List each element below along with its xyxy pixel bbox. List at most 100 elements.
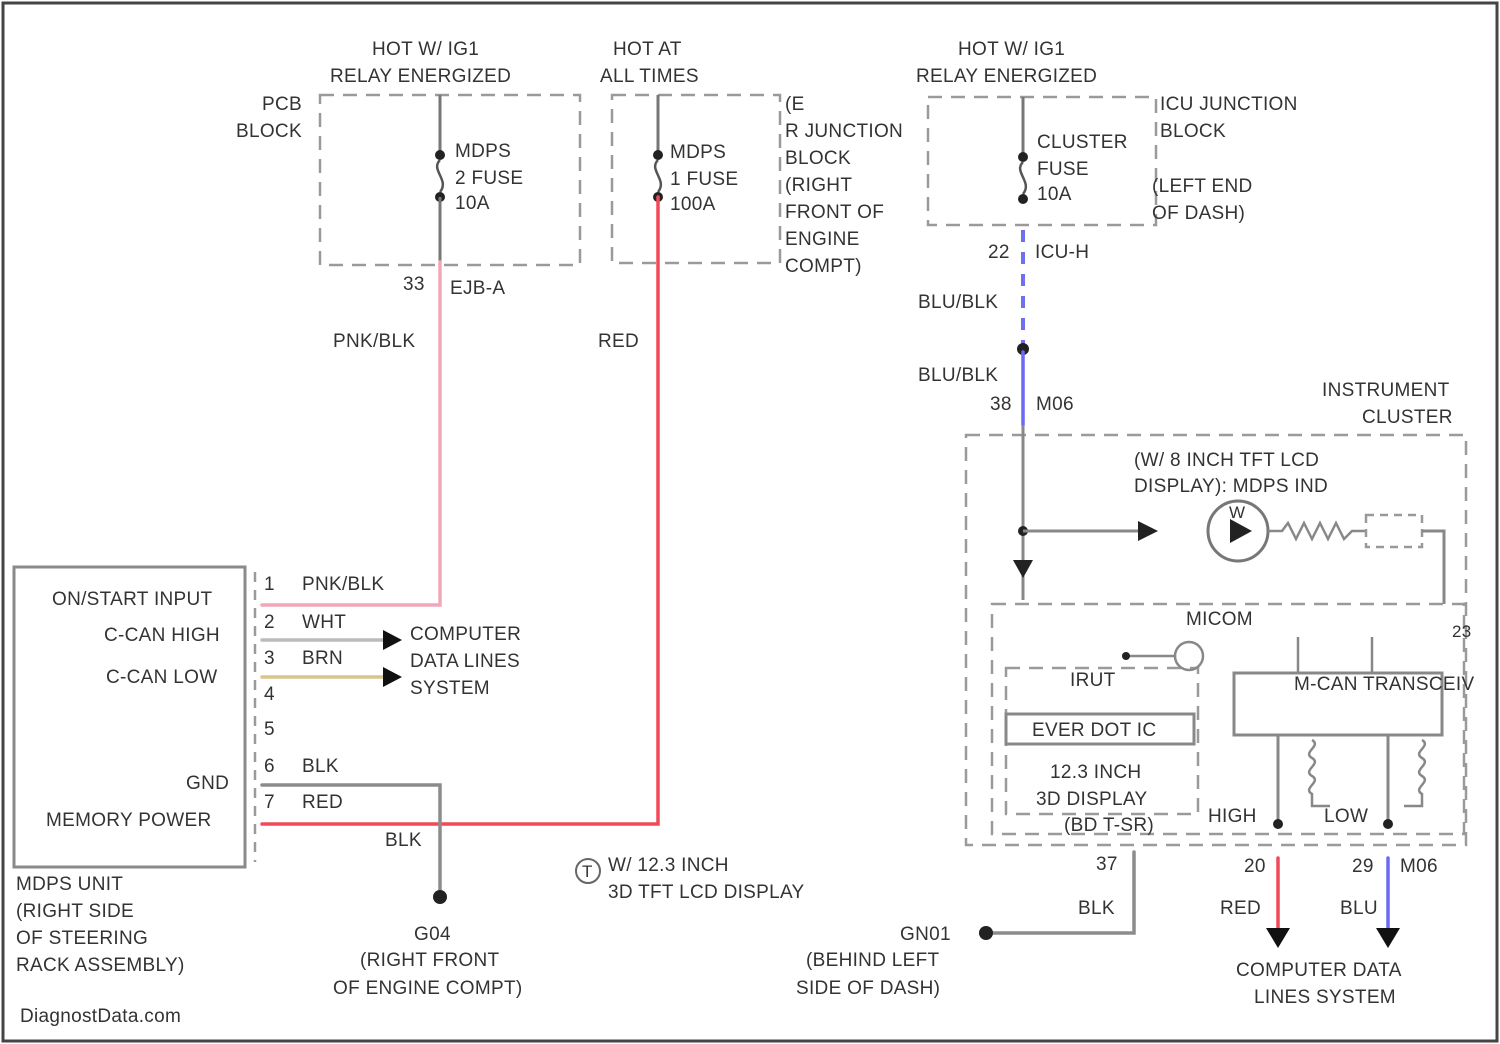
fuse-mid-fuse-label-2: 1 FUSE <box>670 169 738 190</box>
micom-label: MICOM <box>1186 609 1253 630</box>
display-label-2: 3D DISPLAY <box>1036 789 1147 810</box>
fuse-right-connector: ICU-H <box>1035 242 1089 263</box>
fuse-left-header-1: HOT W/ IG1 <box>372 39 479 60</box>
can-ref-3: SYSTEM <box>410 678 490 699</box>
mdps-indicator-symbol: W <box>1229 503 1245 522</box>
can-ref-1: COMPUTER <box>410 624 521 645</box>
data-lines-bottom-1: COMPUTER DATA <box>1236 960 1402 981</box>
cluster-pin-ground: 37 <box>1096 854 1118 875</box>
wire-blk-ground-label: BLK <box>385 830 422 851</box>
can-low-terminal <box>1383 819 1393 829</box>
wire-red-label: RED <box>598 331 639 352</box>
mdps-indicator-arrow <box>1230 519 1252 543</box>
wire-blk-cluster-label: BLK <box>1078 898 1115 919</box>
mdps-unit: ON/START INPUT C-CAN HIGH C-CAN LOW GND … <box>14 567 384 976</box>
ground-g04-label-2: (RIGHT FRONT <box>360 950 499 971</box>
can-high-terminal <box>1273 819 1283 829</box>
ground-g04-label-3: OF ENGINE COMPT) <box>333 978 523 999</box>
fuse-right-fuse-icon <box>1020 162 1026 194</box>
fuse-mid-block-label-3: BLOCK <box>785 148 851 169</box>
can-high-coil <box>1309 740 1330 806</box>
mdps-pin4-num: 4 <box>264 684 275 705</box>
cluster-display-label-1: (W/ 8 INCH TFT LCD <box>1134 450 1319 471</box>
cluster-down-arrow <box>1013 560 1033 578</box>
fuse-right-fuse-label-3: 10A <box>1037 184 1072 205</box>
fuse-block-middle: HOT AT ALL TIMES MDPS 1 FUSE 100A (E R J… <box>600 39 903 277</box>
cluster-resistor-coil <box>1268 523 1366 539</box>
arrow-can-high <box>383 630 402 650</box>
mdps-pin3-signal: C-CAN LOW <box>106 667 217 688</box>
instrument-cluster: INSTRUMENT CLUSTER (W/ 8 INCH TFT LCD DI… <box>966 380 1474 877</box>
note-text-2: 3D TFT LCD DISPLAY <box>608 882 805 903</box>
fuse-mid-header-2: ALL TIMES <box>600 66 699 87</box>
mdps-unit-label-2: (RIGHT SIDE <box>16 901 134 922</box>
fuse-mid-header-1: HOT AT <box>613 39 682 60</box>
mdps-pin2-wire: WHT <box>302 612 346 633</box>
cluster-title-1: INSTRUMENT <box>1322 380 1450 401</box>
wire-blu-low-label: BLU <box>1340 898 1378 919</box>
fuse-right-fuse-label-2: FUSE <box>1037 159 1089 180</box>
mdps-pin6-signal: GND <box>186 773 229 794</box>
fuse-right-fuse-label-1: CLUSTER <box>1037 132 1128 153</box>
arrow-can-low <box>383 667 402 687</box>
can-low-coil <box>1404 740 1425 806</box>
mdps-pin6-wire: BLK <box>302 756 339 777</box>
mdps-pin7-wire: RED <box>302 792 343 813</box>
mdps-pin1-num: 1 <box>264 574 275 595</box>
fuse-left-fuse-label-3: 10A <box>455 193 490 214</box>
ground-g01-dot <box>979 926 993 940</box>
can-low-label: LOW <box>1324 806 1368 827</box>
irut-label: IRUT <box>1070 670 1116 691</box>
m-can-transceiver-label: M-CAN TRANSCEIV <box>1294 674 1474 695</box>
note-12-3-display: T W/ 12.3 INCH 3D TFT LCD DISPLAY <box>576 855 805 903</box>
fuse-left-fuse-label-1: MDPS <box>455 141 511 162</box>
mdps-pin1-wire: PNK/BLK <box>302 574 384 595</box>
ground-g01-label-3: SIDE OF DASH) <box>796 978 940 999</box>
ever-dot-ic-label: EVER DOT IC <box>1032 720 1156 741</box>
wire-red-low-label: RED <box>1220 898 1261 919</box>
fuse-mid-fuse-icon <box>655 160 661 192</box>
fuse-right-block-label-1: ICU JUNCTION <box>1160 94 1298 115</box>
fuse-left-block-label-1: PCB <box>262 94 302 115</box>
fuse-mid-fuse-label-3: 100A <box>670 194 716 215</box>
cluster-return-line <box>1422 531 1444 604</box>
mdps-unit-label-1: MDPS UNIT <box>16 874 123 895</box>
fuse-mid-block-label-2: R JUNCTION <box>785 121 903 142</box>
mdps-pin7-signal: MEMORY POWER <box>46 810 211 831</box>
fuse-left-fuse-label-2: 2 FUSE <box>455 168 523 189</box>
fuse-mid-block-label-5: FRONT OF <box>785 202 884 223</box>
can-ref-2: DATA LINES <box>410 651 520 672</box>
fuse-left-header-2: RELAY ENERGIZED <box>330 66 511 87</box>
wire-blu-blk-label-2: BLU/BLK <box>918 365 998 386</box>
micom-pin: 23 <box>1452 622 1472 641</box>
fuse-right-header-2: RELAY ENERGIZED <box>916 66 1097 87</box>
mdps-unit-label-3: OF STEERING <box>16 928 148 949</box>
fuse-left-terminal-top <box>435 150 445 160</box>
ground-g01-label-1: GN01 <box>900 924 951 945</box>
cluster-pin-low: 29 <box>1352 856 1374 877</box>
wire-pink-blk-label: PNK/BLK <box>333 331 415 352</box>
fuse-right-block-label-2: BLOCK <box>1160 121 1226 142</box>
fuse-mid-block-label-4: (RIGHT <box>785 175 852 196</box>
fuse-mid-fuse-label-1: MDPS <box>670 142 726 163</box>
mdps-pin3-wire: BRN <box>302 648 343 669</box>
mdps-pin7-num: 7 <box>264 792 275 813</box>
cluster-display-label-2: DISPLAY): MDPS IND <box>1134 476 1328 497</box>
data-lines-bottom-2: LINES SYSTEM <box>1254 987 1396 1008</box>
arrow-can-low-down <box>1376 928 1400 948</box>
can-high-label: HIGH <box>1208 806 1257 827</box>
fuse-right-terminal-top <box>1018 152 1028 162</box>
arrow-can-high-down <box>1266 928 1290 948</box>
mdps-unit-label-4: RACK ASSEMBLY) <box>16 955 185 976</box>
wire-pink-blk <box>262 262 440 605</box>
cluster-driver-box <box>1366 515 1422 547</box>
wire-blu-blk-connector: M06 <box>1036 394 1074 415</box>
fuse-left-box <box>320 95 580 265</box>
cluster-title-2: CLUSTER <box>1362 407 1453 428</box>
fuse-mid-terminal-top <box>653 150 663 160</box>
irut-sensor <box>1175 642 1203 670</box>
ground-g04-label-1: G04 <box>414 924 451 945</box>
wire-blu-blk-label-1: BLU/BLK <box>918 292 998 313</box>
watermark: DiagnostData.com <box>20 1006 181 1027</box>
